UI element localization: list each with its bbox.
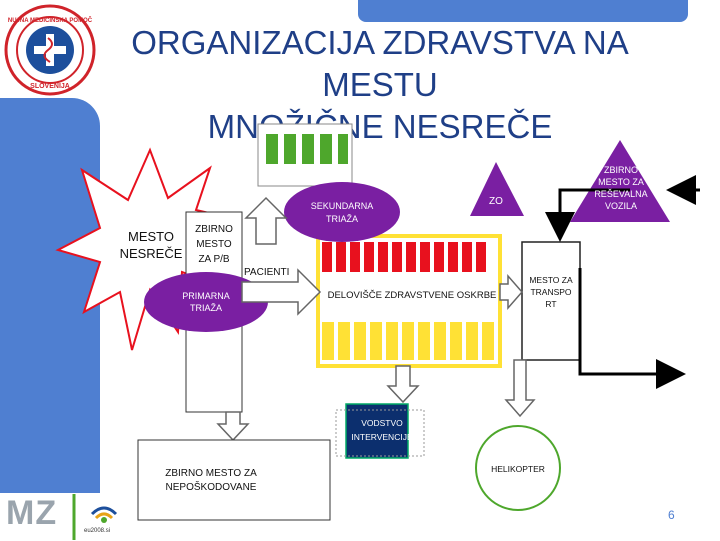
zbirno-pb-label: ZBIRNO MESTO ZA P/B (195, 224, 233, 265)
top-right-blue-tab (358, 0, 688, 22)
title-line-1: ORGANIZACIJA ZDRAVSTVA NA MESTU (131, 24, 629, 103)
page-title: ORGANIZACIJA ZDRAVSTVA NA MESTU MNOŽIČNE… (80, 22, 680, 148)
green-bar (284, 134, 296, 164)
left-blue-panel (0, 98, 100, 493)
mesto-nesrece-label: MESTO NESREČE (119, 229, 183, 261)
transport-box (521, 241, 581, 361)
hollow-arrows (216, 196, 536, 442)
transport-label: MESTO ZA TRANSPO RT (529, 275, 573, 309)
green-bar (338, 134, 348, 164)
primarna-triaza-label: PRIMARNA TRIAŽA (182, 291, 230, 313)
sekundarna-triaza-label: SEKUNDARNA TRIAŽA (310, 201, 374, 224)
eu-logo (84, 500, 124, 536)
deloviste-label: DELOVIŠČE ZDRAVSTVENE OSKRBE (327, 290, 497, 301)
neposkodovane-box (137, 439, 331, 521)
vodstvo-outline (335, 409, 425, 457)
resevalna-vozila-shape (570, 140, 670, 222)
yellow-bars (322, 322, 494, 360)
nmp-logo: NUJNA MEDICINSKA POMOČ SLOVENIJA (4, 4, 96, 96)
sekundarna-triaza-shape (284, 182, 400, 242)
zo-shape (470, 162, 524, 216)
resevalna-vozila-label: ZBIRNO MESTO ZA REŠEVALNA VOZILA (594, 165, 648, 211)
vodstvo-box (345, 403, 409, 459)
neposkodovane-label: ZBIRNO MESTO ZA NEPOŠKODOVANE (165, 468, 257, 493)
mz-logo: MZ (6, 494, 58, 532)
eu-logo-text: eu2008.si (84, 528, 111, 534)
green-bar (320, 134, 332, 164)
pacienti-label: PACIENTI (244, 267, 290, 278)
vodstvo-label: VODSTVO INTERVENCIJE (351, 418, 413, 442)
explosion-shape (55, 147, 243, 351)
ambulance-out-arrow (578, 268, 686, 389)
helikopter-circle (475, 425, 561, 511)
logo-text: NUJNA MEDICINSKA POMOČ (8, 17, 93, 24)
green-bar (302, 134, 314, 164)
primarna-triaza-shape (144, 272, 268, 332)
green-bar (266, 134, 278, 164)
logo-country: SLOVENIJA (30, 83, 70, 90)
red-bars (322, 242, 486, 272)
ambulance-to-transport-arrow (545, 188, 630, 242)
helikopter-label: HELIKOPTER (491, 464, 545, 474)
zo-label: ZO (489, 196, 503, 207)
page-number: 6 (668, 508, 675, 522)
